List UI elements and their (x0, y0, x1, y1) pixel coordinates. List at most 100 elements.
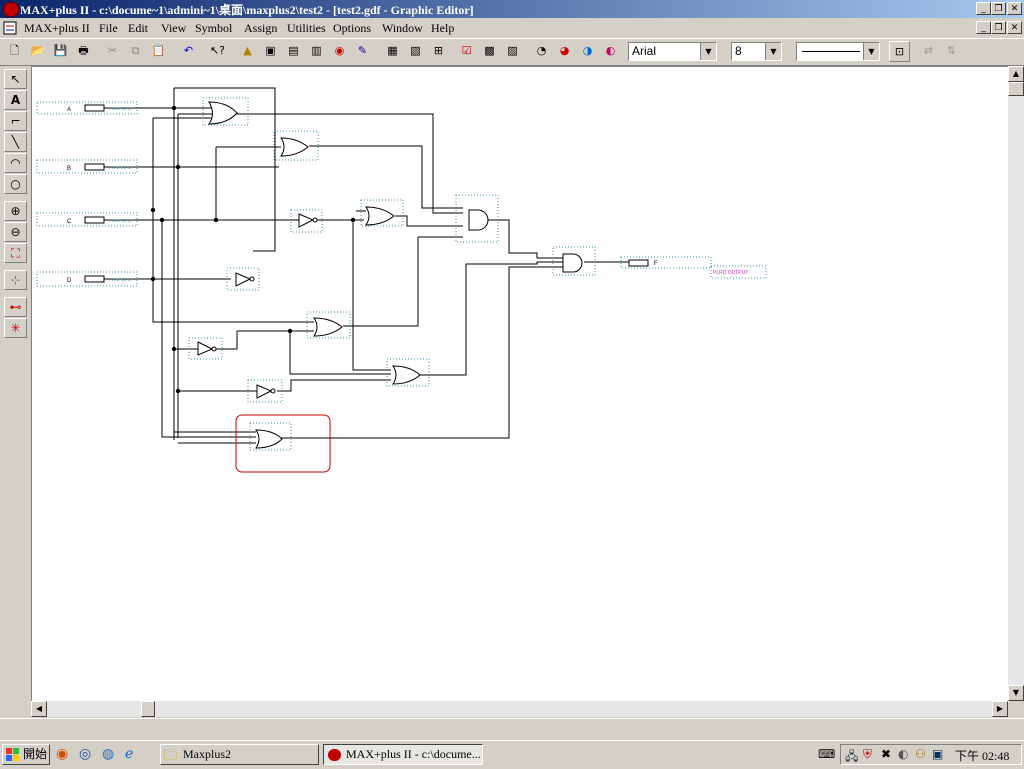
usb-icon[interactable]: ⚇ (915, 747, 926, 761)
keyboard-icon[interactable]: ⌨ (818, 747, 836, 761)
scroll-up-icon[interactable]: ▲ (1008, 66, 1024, 82)
doc-close-button[interactable]: ✕ (1007, 21, 1022, 34)
simulator-icon[interactable]: ◉ (334, 44, 345, 57)
menu-symbol[interactable]: Symbol (195, 21, 233, 35)
rubberbanding-icon[interactable]: ⊡ (889, 41, 910, 62)
zoom-out-icon[interactable]: ⊖ (4, 222, 27, 242)
close-button[interactable]: ✕ (1007, 2, 1022, 15)
copy-icon[interactable]: ⧉ (131, 44, 140, 57)
print-icon[interactable]: 🖶 (78, 44, 89, 57)
menu-assign[interactable]: Assign (244, 21, 278, 35)
start-button[interactable]: 開始 (2, 744, 50, 765)
chevron-down-icon[interactable]: ▼ (765, 43, 781, 60)
minimize-button[interactable]: _ (976, 2, 991, 15)
firefox-icon[interactable]: ◉ (56, 746, 69, 762)
chevron-down-icon[interactable]: ▼ (863, 43, 879, 60)
vertical-scrollbar[interactable]: ▲ ▼ (1008, 66, 1024, 701)
task-maxplus2-folder[interactable]: 🗀 Maxplus2 (160, 744, 319, 765)
not-gate-4[interactable] (247, 379, 283, 403)
snap-grid-icon[interactable]: ⊹ (4, 270, 27, 290)
open-folder-icon[interactable]: 📂 (30, 44, 45, 57)
menu-edit[interactable]: Edit (128, 21, 148, 35)
delay-matrix-icon[interactable]: ◕ (559, 44, 570, 57)
new-file-icon[interactable]: 🗋 (10, 44, 19, 57)
orthogonal-line-tool-icon[interactable]: ⌐ (4, 111, 27, 131)
clock[interactable]: 下午 02:48 (955, 749, 1010, 763)
circle-tool-icon[interactable]: ○ (4, 174, 27, 194)
and-gate-2[interactable] (552, 246, 596, 276)
save-compile-icon[interactable]: ▩ (484, 44, 495, 57)
line-style-select[interactable]: ▼ (796, 42, 880, 61)
undo-icon[interactable]: ↶ (183, 44, 194, 57)
compiler-icon[interactable]: ▥ (311, 44, 322, 57)
restore-button[interactable]: ❐ (991, 2, 1006, 15)
font-size-select[interactable]: 8 ▼ (731, 42, 782, 61)
not-gate-3[interactable] (188, 337, 223, 360)
document-icon[interactable] (3, 21, 17, 35)
scroll-left-icon[interactable]: ◀ (31, 701, 47, 717)
paste-icon[interactable]: 📋 (151, 44, 166, 57)
zoom-in-icon[interactable]: ⊕ (4, 201, 27, 221)
project-set-icon[interactable]: ▧ (410, 44, 421, 57)
doc-restore-button[interactable]: ❐ (991, 21, 1006, 34)
outlook-icon[interactable]: ◍ (102, 746, 115, 762)
junction-icon[interactable]: ✳ (4, 318, 27, 338)
internet-explorer-icon[interactable]: ℯ (125, 746, 134, 762)
open-editor-icon[interactable]: ▦ (387, 44, 398, 57)
horizontal-scrollbar[interactable]: ◀ ▶ (31, 701, 1008, 717)
programmer-icon[interactable]: ◑ (582, 44, 593, 57)
or-gate-2[interactable] (273, 130, 319, 161)
volume-icon[interactable]: ◐ (898, 747, 909, 761)
doc-minimize-button[interactable]: _ (976, 21, 991, 34)
project-hierarchy-icon[interactable]: ⊞ (433, 44, 444, 57)
or-gate-6[interactable] (249, 422, 292, 451)
context-help-icon[interactable]: ↖? (209, 44, 226, 57)
task-maxplus-ii[interactable]: MAX+plus II - c:\docume... (323, 744, 483, 765)
save-icon[interactable]: 💾 (53, 44, 68, 57)
hierarchy-display-icon[interactable]: ▣ (265, 44, 276, 57)
menu-maxplus[interactable]: MAX+plus II (24, 21, 90, 35)
save-simulate-icon[interactable]: ▨ (507, 44, 518, 57)
menu-view[interactable]: View (161, 21, 187, 35)
connect-line-icon[interactable]: ⊷ (4, 297, 27, 317)
vertical-scroll-thumb[interactable] (1008, 82, 1024, 96)
menu-window[interactable]: Window (382, 21, 423, 35)
network-icon[interactable]: 🖧 (845, 749, 859, 763)
flip-horizontal-icon[interactable]: ⇄ (923, 44, 934, 57)
and-gate-1[interactable] (455, 194, 499, 243)
or-gate-3[interactable] (360, 199, 404, 227)
or-gate-4[interactable] (306, 311, 351, 339)
floorplan-editor-icon[interactable]: ▤ (288, 44, 299, 57)
probe-icon[interactable]: ◐ (605, 44, 616, 57)
scroll-down-icon[interactable]: ▼ (1008, 685, 1024, 701)
hierarchy-up-icon[interactable]: ▲ (243, 44, 252, 57)
cut-icon[interactable]: ✂ (107, 44, 118, 57)
schematic-canvas[interactable]: A B C D F PLRD INPUT PLRD INPUT PLRD INP… (31, 66, 1009, 702)
arc-tool-icon[interactable]: ◠ (4, 153, 27, 173)
horizontal-scroll-thumb[interactable] (141, 701, 155, 717)
font-name-select[interactable]: Arial ▼ (628, 42, 717, 61)
security-shield-icon[interactable]: ⛨ (863, 747, 873, 761)
chevron-down-icon[interactable]: ▼ (700, 43, 716, 60)
or-gate-1[interactable] (202, 97, 249, 126)
menu-file[interactable]: File (99, 21, 118, 35)
fit-in-window-icon[interactable]: ⛶ (4, 243, 27, 263)
selection-tool-icon[interactable]: ↖ (4, 69, 27, 89)
text-tool-icon[interactable]: A (4, 90, 27, 110)
schematic-drawing[interactable]: A B C D F PLRD INPUT PLRD INPUT PLRD INP… (32, 67, 1009, 702)
scroll-right-icon[interactable]: ▶ (992, 701, 1008, 717)
menu-help[interactable]: Help (431, 21, 455, 35)
menu-utilities[interactable]: Utilities (287, 21, 326, 35)
timing-icon[interactable]: ◔ (536, 44, 547, 57)
maxplus-app-icon[interactable] (3, 2, 19, 17)
diagonal-line-tool-icon[interactable]: ╲ (4, 132, 27, 152)
output-pin-f[interactable] (620, 256, 767, 279)
tools-icon[interactable]: ✖ (881, 747, 892, 761)
flip-vertical-icon[interactable]: ⇅ (946, 44, 957, 57)
menu-options[interactable]: Options (333, 21, 372, 35)
not-gate-2[interactable] (226, 267, 260, 291)
media-player-icon[interactable]: ◎ (79, 746, 92, 762)
not-gate-1[interactable] (290, 209, 323, 233)
timing-analyzer-icon[interactable]: ✎ (357, 44, 368, 57)
save-check-icon[interactable]: ☑ (461, 44, 472, 57)
